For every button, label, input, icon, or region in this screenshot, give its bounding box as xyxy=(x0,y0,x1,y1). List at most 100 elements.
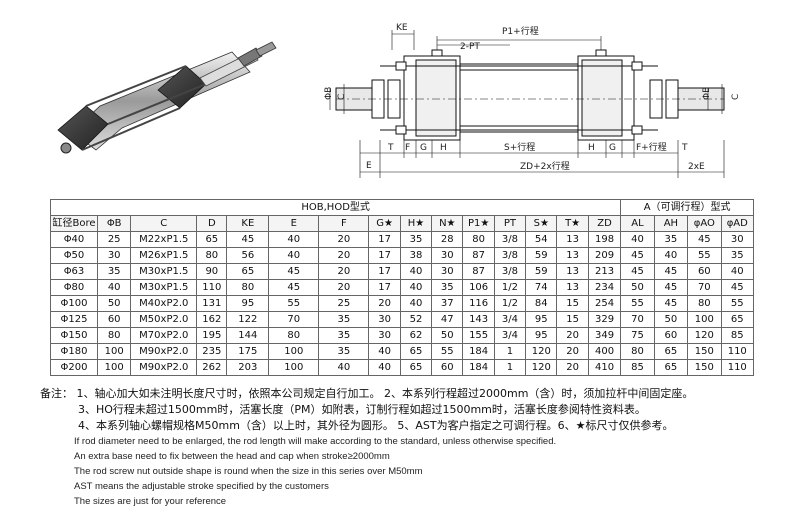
table-cell: 35 xyxy=(96,263,132,280)
table-cell: 65 xyxy=(653,359,689,376)
label-ke: KE xyxy=(396,23,408,33)
table-cell: 17 xyxy=(368,247,401,264)
table-cell: 40 xyxy=(318,359,370,376)
table-cell: 20 xyxy=(368,295,401,312)
label-zd: ZD+2x行程 xyxy=(520,160,570,172)
table-cell: 110 xyxy=(720,359,755,376)
table-cell: 65 xyxy=(653,343,689,360)
table-cell: 50 xyxy=(653,311,689,328)
column-header: ZD xyxy=(587,215,622,232)
table-cell: 175 xyxy=(226,343,270,360)
table-cell: 38 xyxy=(399,247,433,264)
table-cell: 45 xyxy=(226,231,270,248)
table-cell: 35 xyxy=(318,311,370,328)
table-cell: 1/2 xyxy=(493,295,527,312)
table-cell: 1 xyxy=(493,359,527,376)
table-cell: 20 xyxy=(556,343,589,360)
table-cell: 65 xyxy=(399,343,433,360)
table-cell: 52 xyxy=(399,311,433,328)
table-cell: 150 xyxy=(687,359,722,376)
table-cell: 40 xyxy=(96,279,132,296)
table-cell: 35 xyxy=(653,231,689,248)
table-cell: 17 xyxy=(368,231,401,248)
table-cell: M40xP2.0 xyxy=(130,295,198,312)
cylinder-photo xyxy=(57,41,277,154)
label-c-left: C xyxy=(337,94,347,100)
table-cell: 40 xyxy=(399,295,433,312)
table-cell: 143 xyxy=(462,311,495,328)
label-c-right: C xyxy=(731,94,741,100)
note-en-1: If rod diameter need to be enlarged, the… xyxy=(74,436,557,447)
table-cell: 30 xyxy=(720,231,755,248)
table-cell: 47 xyxy=(431,311,464,328)
table-cell: 80 xyxy=(268,327,320,344)
table-cell: 65 xyxy=(196,231,228,248)
table-cell: 56 xyxy=(226,247,270,264)
table-cell: 100 xyxy=(96,343,132,360)
table-cell: 45 xyxy=(653,263,689,280)
table-cell: 120 xyxy=(525,343,558,360)
table-cell: 62 xyxy=(399,327,433,344)
cylinder-drawing: KE 2-PT P1+行程 ΦB C ΦB C E T F G H S+行程 H… xyxy=(0,0,790,195)
table-cell: 20 xyxy=(556,327,589,344)
table-cell: M30xP1.5 xyxy=(130,279,198,296)
table-cell: 17 xyxy=(368,279,401,296)
table-cell: Φ180 xyxy=(50,343,98,360)
label-t-right: T xyxy=(681,143,688,153)
note-cn-2: 3、HO行程未超过1500mm时，活塞长度（PM）如附表，订制行程如超过1500… xyxy=(78,403,646,416)
table-cell: M90xP2.0 xyxy=(130,359,198,376)
table-cell: 3/4 xyxy=(493,311,527,328)
table-cell: 74 xyxy=(525,279,558,296)
table-cell: 30 xyxy=(368,311,401,328)
label-2pt: 2-PT xyxy=(460,42,480,52)
column-header: AH xyxy=(653,215,689,232)
table-cell: 45 xyxy=(620,263,655,280)
column-header: φAD xyxy=(720,215,755,232)
table-cell: M26xP1.5 xyxy=(130,247,198,264)
table-cell: 30 xyxy=(96,247,132,264)
table-cell: 15 xyxy=(556,295,589,312)
table-cell: 150 xyxy=(687,343,722,360)
table-cell: 131 xyxy=(196,295,228,312)
table-cell: 60 xyxy=(653,327,689,344)
table-cell: 13 xyxy=(556,231,589,248)
label-h-right: H xyxy=(588,143,595,153)
table-cell: M50xP2.0 xyxy=(130,311,198,328)
column-header: KE xyxy=(226,215,270,232)
column-header: D xyxy=(196,215,228,232)
table-cell: 184 xyxy=(462,359,495,376)
notes: 备注： 1、轴心加大如未注明长度尺寸时，依照本公司规定自行加工。 2、本系列行程… xyxy=(40,386,785,509)
table-cell: Φ200 xyxy=(50,359,98,376)
table-cell: 198 xyxy=(587,231,622,248)
table-cell: 20 xyxy=(318,263,370,280)
table-cell: 30 xyxy=(368,327,401,344)
table-cell: 95 xyxy=(226,295,270,312)
label-phib-right: ΦB xyxy=(702,87,712,100)
table-cell: 110 xyxy=(720,343,755,360)
table-cell: 95 xyxy=(525,327,558,344)
label-g-right: G xyxy=(609,143,616,153)
table-cell: 20 xyxy=(318,247,370,264)
column-header: G★ xyxy=(368,215,401,232)
label-e: E xyxy=(366,161,372,171)
table-cell: 50 xyxy=(96,295,132,312)
group-header-row: HOB,HOD型式 A（可调行程）型式 xyxy=(49,199,754,216)
table-cell: Φ150 xyxy=(50,327,98,344)
label-phib-left: ΦB xyxy=(324,87,334,100)
column-header: AL xyxy=(620,215,655,232)
table-cell: 37 xyxy=(431,295,464,312)
table-cell: 50 xyxy=(620,279,655,296)
table-cell: 87 xyxy=(462,263,495,280)
table-cell: 45 xyxy=(720,279,755,296)
table-cell: 106 xyxy=(462,279,495,296)
table-cell: M30xP1.5 xyxy=(130,263,198,280)
table-cell: 100 xyxy=(96,359,132,376)
